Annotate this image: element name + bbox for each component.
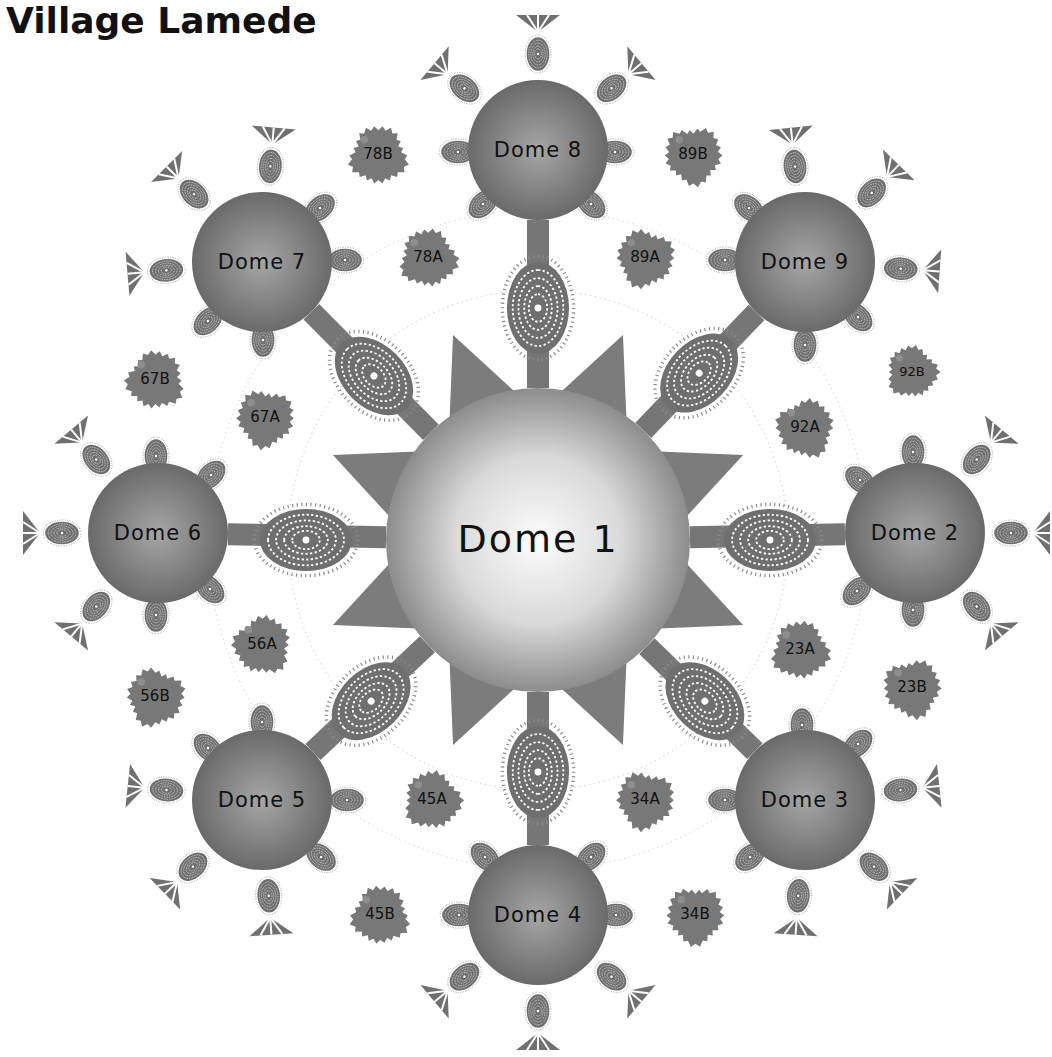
- dome-circle: Dome 9: [735, 192, 875, 332]
- dome-circle: Dome 7: [192, 192, 332, 332]
- pod-label: 34A: [630, 791, 659, 808]
- pod-texture: [675, 136, 683, 144]
- pod-texture: [247, 399, 255, 407]
- dome-shape: [735, 730, 875, 870]
- dome-label: Dome 1: [457, 518, 618, 562]
- pod-blob: 23A: [769, 619, 832, 682]
- dome-circle: Dome 6: [88, 463, 228, 603]
- pod-blob: 78B: [347, 124, 410, 187]
- pod-label: 92A: [790, 419, 819, 436]
- pod-texture: [137, 361, 145, 369]
- pod-shape: [123, 350, 183, 408]
- pod-blob: 92B: [884, 344, 940, 400]
- dome-circle: Dome 8: [468, 80, 608, 220]
- pod-shape: [126, 667, 185, 727]
- pod-shape: [616, 229, 675, 289]
- pod-texture: [782, 631, 790, 639]
- pod-shape: [664, 127, 722, 186]
- pod-label: 45B: [365, 906, 394, 923]
- pod-shape: [775, 398, 834, 458]
- dome-label: Dome 8: [494, 138, 582, 162]
- pod-texture: [627, 781, 635, 789]
- pod-texture: [896, 355, 903, 362]
- pod-shape: [616, 772, 674, 832]
- pod-blob: 89B: [662, 124, 725, 187]
- pod-shape: [883, 660, 941, 720]
- pod-blob: 92A: [774, 397, 837, 460]
- pod-blob: 23B: [881, 657, 944, 720]
- pod-texture: [362, 896, 370, 904]
- pod-blob: 45A: [401, 769, 464, 832]
- pod-blob: 34A: [614, 769, 677, 832]
- pod-label: 45A: [417, 791, 446, 808]
- pod-label: 67B: [140, 371, 169, 388]
- pod-blob: 67B: [124, 349, 187, 412]
- pod-label: 56A: [247, 636, 276, 653]
- pod-blob: 45B: [349, 884, 412, 947]
- pod-label: 92B: [899, 365, 924, 380]
- pod-label: 34B: [680, 906, 709, 923]
- pod-shape: [236, 390, 294, 450]
- pod-label: 78A: [413, 249, 442, 266]
- dome-circle: Dome 3: [735, 730, 875, 870]
- dome-circle: Dome 5: [192, 730, 332, 870]
- pod-shape: [231, 615, 290, 673]
- pod-texture: [137, 678, 145, 686]
- pod-label: 67A: [250, 409, 279, 426]
- pod-shape: [347, 126, 408, 183]
- dome-crowns: [23, 15, 1050, 1050]
- central-dome: Dome 1: [386, 388, 690, 692]
- dome-label: Dome 7: [218, 250, 306, 274]
- pod-label: 78B: [363, 146, 392, 163]
- pod-blob: 34B: [664, 884, 727, 947]
- dome-label: Dome 9: [761, 250, 849, 274]
- pod-shape: [888, 345, 940, 396]
- spoke-pods: [254, 256, 822, 824]
- pod-shape: [405, 770, 464, 828]
- pod-blob: 78A: [397, 227, 460, 290]
- pod-blob: 89A: [614, 227, 677, 290]
- pod-blob: 56B: [124, 666, 187, 729]
- dome-shape: [192, 192, 332, 332]
- pod-label: 89A: [630, 249, 659, 266]
- pod-shape: [349, 885, 410, 943]
- pod-texture: [677, 896, 685, 904]
- pod-label: 23B: [897, 679, 926, 696]
- central-dome-shape: [386, 388, 690, 692]
- dome-shape: [468, 80, 608, 220]
- pod-blob: 56A: [231, 614, 294, 677]
- dome-label: Dome 5: [218, 788, 306, 812]
- pod-label: 23A: [785, 641, 814, 658]
- dome-shape: [468, 845, 608, 985]
- dome-label: Dome 4: [494, 903, 582, 927]
- dome-circle: Dome 4: [468, 845, 608, 985]
- pod-texture: [627, 239, 635, 247]
- page-title: Village Lamede: [6, 0, 317, 41]
- pod-texture: [244, 626, 252, 634]
- dome-shape: [192, 730, 332, 870]
- dome-label: Dome 2: [871, 521, 959, 545]
- dome-shape: [735, 192, 875, 332]
- dome-shape: [845, 463, 985, 603]
- pod-texture: [894, 669, 902, 677]
- dome-label: Dome 6: [114, 521, 202, 545]
- pod-shape: [770, 620, 830, 678]
- pod-texture: [787, 409, 795, 417]
- pod-shape: [666, 888, 724, 946]
- ring-pods: [143, 139, 926, 928]
- pod-label: 56B: [140, 688, 169, 705]
- pod-texture: [414, 781, 422, 789]
- dome-label: Dome 3: [761, 788, 849, 812]
- pod-label: 89B: [678, 146, 707, 163]
- pod-texture: [360, 136, 368, 144]
- dome-shape: [88, 463, 228, 603]
- pod-texture: [410, 239, 418, 247]
- pod-shape: [399, 228, 459, 286]
- dome-circle: Dome 2: [845, 463, 985, 603]
- pod-blob: 67A: [234, 387, 297, 450]
